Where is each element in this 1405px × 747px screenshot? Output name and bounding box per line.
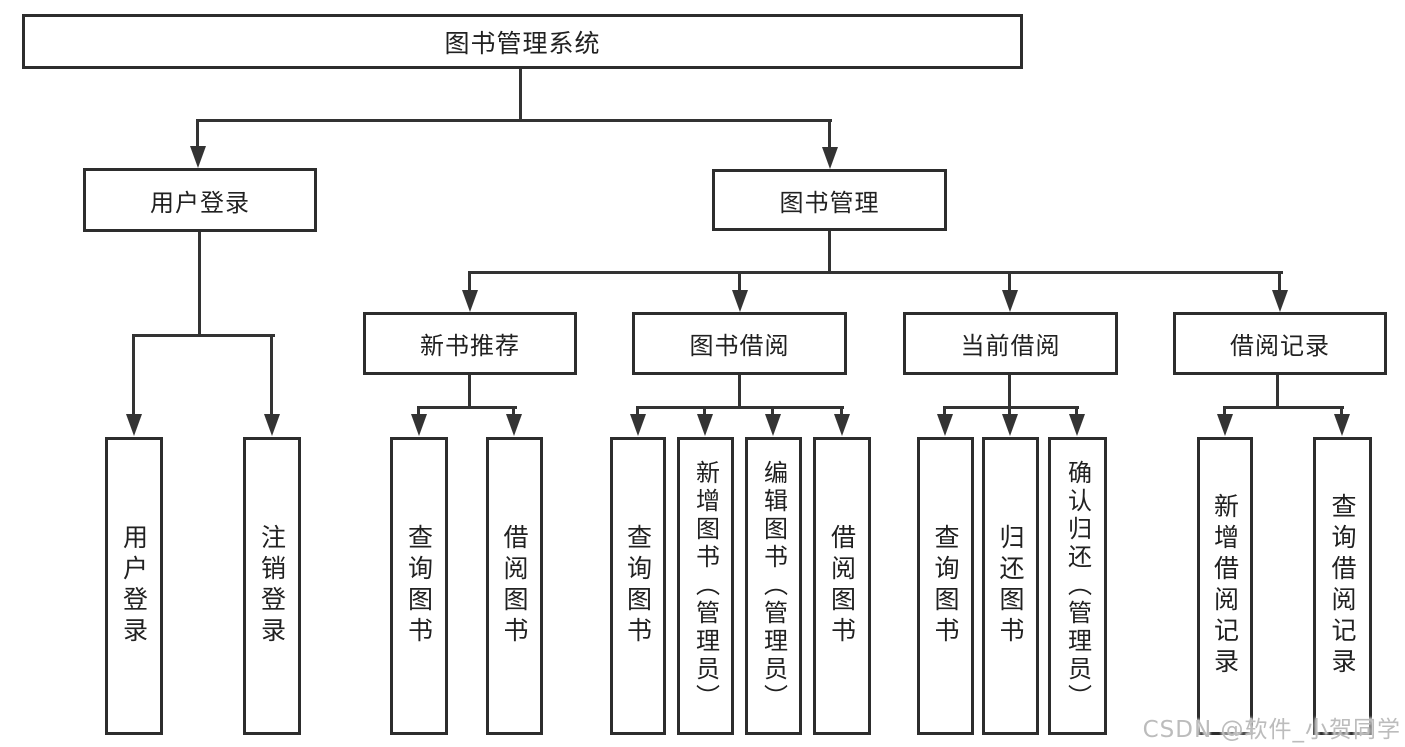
arrow-down-icon bbox=[1334, 414, 1350, 436]
arrow-down-icon bbox=[1272, 290, 1288, 312]
leaf-current-query-label: 查询图书 bbox=[931, 524, 960, 648]
connector-line bbox=[1008, 406, 1011, 416]
arrow-down-icon bbox=[937, 414, 953, 436]
connector-line bbox=[519, 69, 522, 121]
connector-line bbox=[738, 375, 741, 409]
leaf-newbook-query: 查询图书 bbox=[390, 437, 448, 735]
node-user-login-label: 用户登录 bbox=[150, 188, 250, 217]
connector-line bbox=[1223, 406, 1226, 416]
leaf-user-login: 用户登录 bbox=[105, 437, 163, 735]
leaf-logout: 注销登录 bbox=[243, 437, 301, 735]
arrow-down-icon bbox=[732, 290, 748, 312]
connector-line bbox=[468, 375, 471, 409]
connector-line bbox=[196, 119, 199, 148]
leaf-record-query-label: 查询借阅记录 bbox=[1328, 493, 1357, 679]
connector-line bbox=[196, 119, 832, 122]
node-current-borrow: 当前借阅 bbox=[903, 312, 1118, 375]
arrow-down-icon bbox=[190, 146, 206, 168]
connector-line bbox=[132, 334, 275, 337]
connector-line bbox=[132, 334, 135, 415]
connector-line bbox=[703, 406, 706, 416]
arrow-down-icon bbox=[697, 414, 713, 436]
leaf-user-login-label: 用户登录 bbox=[119, 524, 149, 648]
node-root: 图书管理系统 bbox=[22, 14, 1023, 69]
arrow-down-icon bbox=[264, 414, 280, 436]
connector-line bbox=[468, 271, 471, 292]
node-borrow-records: 借阅记录 bbox=[1173, 312, 1387, 375]
node-new-book-recommend-label: 新书推荐 bbox=[420, 332, 520, 360]
leaf-borrow-book-label: 借阅图书 bbox=[827, 524, 857, 648]
node-book-management: 图书管理 bbox=[712, 169, 947, 231]
connector-line bbox=[1278, 271, 1281, 292]
leaf-record-query: 查询借阅记录 bbox=[1313, 437, 1372, 735]
connector-line bbox=[417, 406, 420, 416]
connector-line bbox=[828, 231, 831, 274]
leaf-newbook-borrow: 借阅图书 bbox=[486, 437, 543, 735]
arrow-down-icon bbox=[1069, 414, 1085, 436]
arrow-down-icon bbox=[630, 414, 646, 436]
node-current-borrow-label: 当前借阅 bbox=[960, 332, 1061, 360]
leaf-borrow-query-label: 查询图书 bbox=[623, 524, 653, 648]
leaf-current-return-label: 归还图书 bbox=[996, 524, 1025, 648]
leaf-borrow-edit-admin: 编辑图书（管理员） bbox=[745, 437, 802, 735]
connector-line bbox=[1276, 375, 1279, 409]
connector-line bbox=[738, 271, 741, 292]
connector-line bbox=[943, 406, 1079, 409]
connector-line bbox=[771, 406, 774, 416]
connector-line bbox=[198, 231, 201, 337]
arrow-down-icon bbox=[834, 414, 850, 436]
connector-line bbox=[943, 406, 946, 416]
leaf-current-confirm-admin-label: 确认归还（管理员） bbox=[1063, 460, 1092, 712]
arrow-down-icon bbox=[1002, 290, 1018, 312]
node-book-management-label: 图书管理 bbox=[779, 188, 880, 217]
leaf-borrow-add-admin-label: 新增图书（管理员） bbox=[691, 460, 720, 712]
node-new-book-recommend: 新书推荐 bbox=[363, 312, 577, 375]
leaf-current-query: 查询图书 bbox=[917, 437, 974, 735]
leaf-borrow-query: 查询图书 bbox=[610, 437, 666, 735]
leaf-current-confirm-admin: 确认归还（管理员） bbox=[1048, 437, 1107, 735]
connector-line bbox=[270, 334, 273, 415]
arrow-down-icon bbox=[765, 414, 781, 436]
arrow-down-icon bbox=[126, 414, 142, 436]
arrow-down-icon bbox=[1217, 414, 1233, 436]
leaf-borrow-edit-admin-label: 编辑图书（管理员） bbox=[759, 460, 788, 712]
leaf-borrow-add-admin: 新增图书（管理员） bbox=[677, 437, 734, 735]
connector-line bbox=[828, 119, 831, 149]
connector-line bbox=[636, 406, 639, 416]
connector-line bbox=[1008, 375, 1011, 409]
connector-line bbox=[1008, 271, 1011, 292]
connector-line bbox=[1075, 406, 1078, 416]
connector-line bbox=[1223, 406, 1344, 409]
node-user-login: 用户登录 bbox=[83, 168, 317, 232]
leaf-record-add: 新增借阅记录 bbox=[1197, 437, 1253, 735]
arrow-down-icon bbox=[411, 414, 427, 436]
node-book-borrow: 图书借阅 bbox=[632, 312, 847, 375]
node-book-borrow-label: 图书借阅 bbox=[689, 332, 790, 360]
leaf-newbook-borrow-label: 借阅图书 bbox=[500, 524, 529, 648]
leaf-logout-label: 注销登录 bbox=[257, 524, 287, 648]
connector-line bbox=[1340, 406, 1343, 416]
connector-line bbox=[417, 406, 517, 409]
connector-line bbox=[636, 406, 844, 409]
arrow-down-icon bbox=[506, 414, 522, 436]
arrow-down-icon bbox=[462, 290, 478, 312]
connector-line bbox=[840, 406, 843, 416]
connector-line bbox=[468, 271, 1283, 274]
leaf-current-return: 归还图书 bbox=[982, 437, 1039, 735]
node-root-label: 图书管理系统 bbox=[444, 28, 601, 58]
connector-line bbox=[512, 406, 515, 416]
arrow-down-icon bbox=[822, 147, 838, 169]
node-borrow-records-label: 借阅记录 bbox=[1230, 332, 1330, 360]
watermark: CSDN @软件_小贺同学 bbox=[1142, 717, 1401, 743]
leaf-newbook-query-label: 查询图书 bbox=[404, 524, 434, 648]
arrow-down-icon bbox=[1002, 414, 1018, 436]
leaf-record-add-label: 新增借阅记录 bbox=[1210, 493, 1240, 679]
leaf-borrow-book: 借阅图书 bbox=[813, 437, 871, 735]
